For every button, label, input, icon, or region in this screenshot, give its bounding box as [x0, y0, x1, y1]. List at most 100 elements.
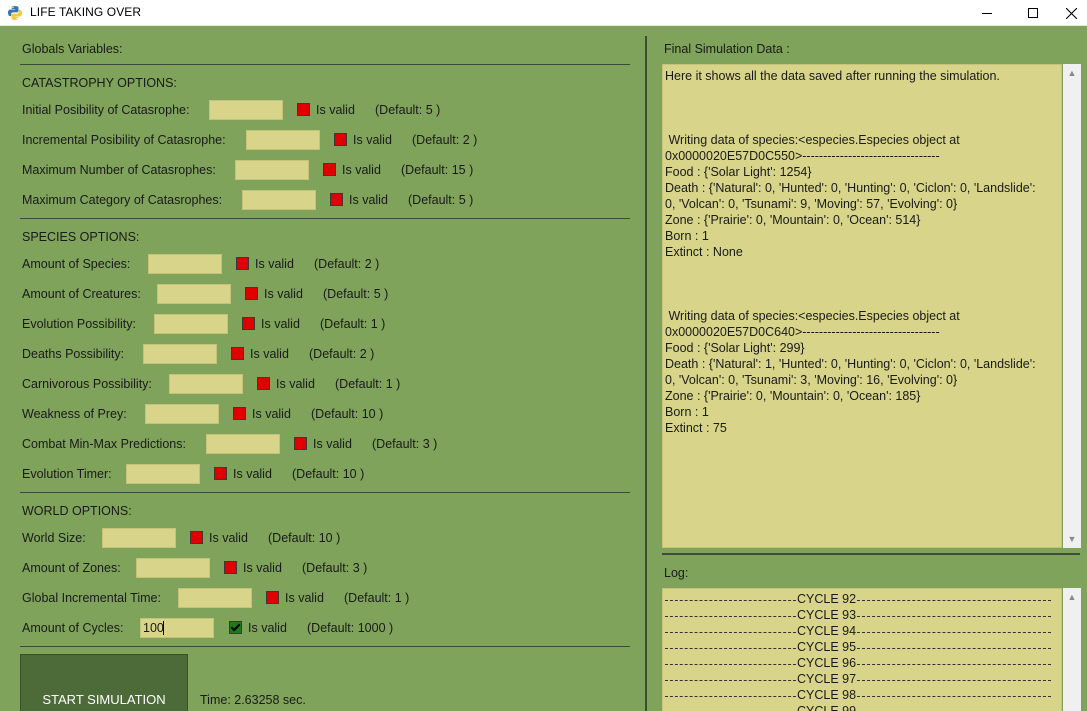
log-dash — [665, 695, 796, 697]
valid-indicator — [323, 163, 336, 176]
final-data-line: Extinct : 75 — [665, 421, 727, 435]
option-label: Amount of Creatures: — [22, 287, 141, 301]
final-data-line — [665, 116, 1059, 132]
final-data-line: Food : {'Solar Light': 1254} — [665, 165, 812, 179]
option-input[interactable] — [235, 160, 309, 180]
globals-label: Globals Variables: — [22, 42, 123, 56]
valid-label: Is valid — [276, 377, 315, 391]
final-data-line: Writing data of species:<especies.Especi… — [665, 133, 960, 147]
scroll-up-icon[interactable]: ▲ — [1067, 592, 1077, 602]
final-data-line — [665, 292, 1059, 308]
option-input[interactable]: 100 — [140, 618, 214, 638]
option-label: Evolution Timer: — [22, 467, 112, 481]
option-label: World Size: — [22, 531, 86, 545]
title-bar: LIFE TAKING OVER — [0, 0, 1087, 26]
log-dash — [857, 679, 1052, 681]
final-data-scrollbar[interactable]: ▲ ▼ — [1063, 64, 1081, 548]
valid-indicator — [294, 437, 307, 450]
final-data-line: 0, 'Volcan': 0, 'Tsunami': 9, 'Moving': … — [665, 197, 958, 211]
start-simulation-button[interactable]: START SIMULATION — [20, 654, 188, 711]
scroll-down-icon[interactable]: ▼ — [1067, 534, 1077, 544]
option-label: Combat Min-Max Predictions: — [22, 437, 186, 451]
option-label: Amount of Cycles: — [22, 621, 124, 635]
valid-label: Is valid — [250, 347, 289, 361]
option-input[interactable] — [145, 404, 219, 424]
log-dash — [665, 647, 796, 649]
final-data-line: Born : 1 — [665, 405, 709, 419]
final-data-line: Here it shows all the data saved after r… — [665, 69, 1000, 83]
final-data-line — [665, 84, 1059, 100]
option-input[interactable] — [148, 254, 222, 274]
default-label: (Default: 3 ) — [302, 561, 368, 575]
default-label: (Default: 1 ) — [335, 377, 401, 391]
divider — [662, 553, 1080, 555]
log-line: CYCLE 96 — [665, 655, 1059, 671]
option-input[interactable] — [209, 100, 283, 120]
log-cycle-text: CYCLE 93 — [797, 608, 857, 622]
log-line: CYCLE 93 — [665, 607, 1059, 623]
option-input[interactable] — [143, 344, 217, 364]
option-input[interactable] — [157, 284, 231, 304]
scroll-up-icon[interactable]: ▲ — [1067, 68, 1077, 78]
option-input[interactable] — [178, 588, 252, 608]
valid-label: Is valid — [243, 561, 282, 575]
close-button[interactable] — [1055, 0, 1087, 26]
log-scrollbar[interactable]: ▲ — [1063, 588, 1081, 711]
option-label: Global Incremental Time: — [22, 591, 161, 605]
world-options-title: WORLD OPTIONS: — [22, 504, 132, 518]
default-label: (Default: 1000 ) — [307, 621, 394, 635]
option-input[interactable] — [242, 190, 316, 210]
option-label: Maximum Number of Catasrophes: — [22, 163, 216, 177]
option-input[interactable] — [136, 558, 210, 578]
log-dash — [665, 615, 796, 617]
log-cycle-text: CYCLE 99 — [797, 704, 857, 711]
time-text: Time: 2.63258 sec. — [200, 693, 306, 707]
valid-label: Is valid — [353, 133, 392, 147]
option-input[interactable] — [246, 130, 320, 150]
option-label: Evolution Possibility: — [22, 317, 136, 331]
valid-label: Is valid — [248, 621, 287, 635]
option-label: Amount of Zones: — [22, 561, 121, 575]
valid-label: Is valid — [313, 437, 352, 451]
species-options-title: SPECIES OPTIONS: — [22, 230, 140, 244]
option-label: Maximum Category of Catasrophes: — [22, 193, 223, 207]
log-cycle-text: CYCLE 98 — [797, 688, 857, 702]
default-label: (Default: 10 ) — [311, 407, 384, 421]
final-data-line: Food : {'Solar Light': 299} — [665, 341, 805, 355]
log-line: CYCLE 99 — [665, 703, 1059, 711]
final-data-line: Zone : {'Prairie': 0, 'Mountain': 0, 'Oc… — [665, 389, 921, 403]
option-input[interactable] — [206, 434, 280, 454]
default-label: (Default: 1 ) — [344, 591, 410, 605]
option-input[interactable] — [154, 314, 228, 334]
log-dash — [857, 663, 1052, 665]
default-label: (Default: 3 ) — [372, 437, 438, 451]
valid-indicator — [229, 621, 242, 634]
maximize-icon — [1028, 8, 1038, 18]
close-icon — [1065, 7, 1077, 19]
divider — [20, 218, 630, 219]
log-cycle-text: CYCLE 92 — [797, 592, 857, 606]
default-label: (Default: 10 ) — [268, 531, 341, 545]
option-label: Amount of Species: — [22, 257, 131, 271]
log-dash — [857, 615, 1052, 617]
catastrophy-options-title: CATASTROPHY OPTIONS: — [22, 76, 177, 90]
option-label: Incremental Posibility of Catasrophe: — [22, 133, 226, 147]
option-label: Weakness of Prey: — [22, 407, 127, 421]
option-input[interactable] — [102, 528, 176, 548]
option-input[interactable] — [126, 464, 200, 484]
minimize-button[interactable] — [964, 0, 1010, 26]
valid-indicator — [266, 591, 279, 604]
valid-label: Is valid — [261, 317, 300, 331]
final-data-line — [665, 100, 1059, 116]
maximize-button[interactable] — [1010, 0, 1056, 26]
valid-indicator — [233, 407, 246, 420]
log-cycle-text: CYCLE 97 — [797, 672, 857, 686]
final-data-textbox[interactable]: Here it shows all the data saved after r… — [662, 64, 1062, 548]
divider — [20, 646, 630, 647]
final-data-line: 0x0000020E57D0C640>---------------------… — [665, 325, 940, 339]
final-data-line: Zone : {'Prairie': 0, 'Mountain': 0, 'Oc… — [665, 213, 921, 227]
option-input[interactable] — [169, 374, 243, 394]
valid-indicator — [231, 347, 244, 360]
valid-indicator — [214, 467, 227, 480]
